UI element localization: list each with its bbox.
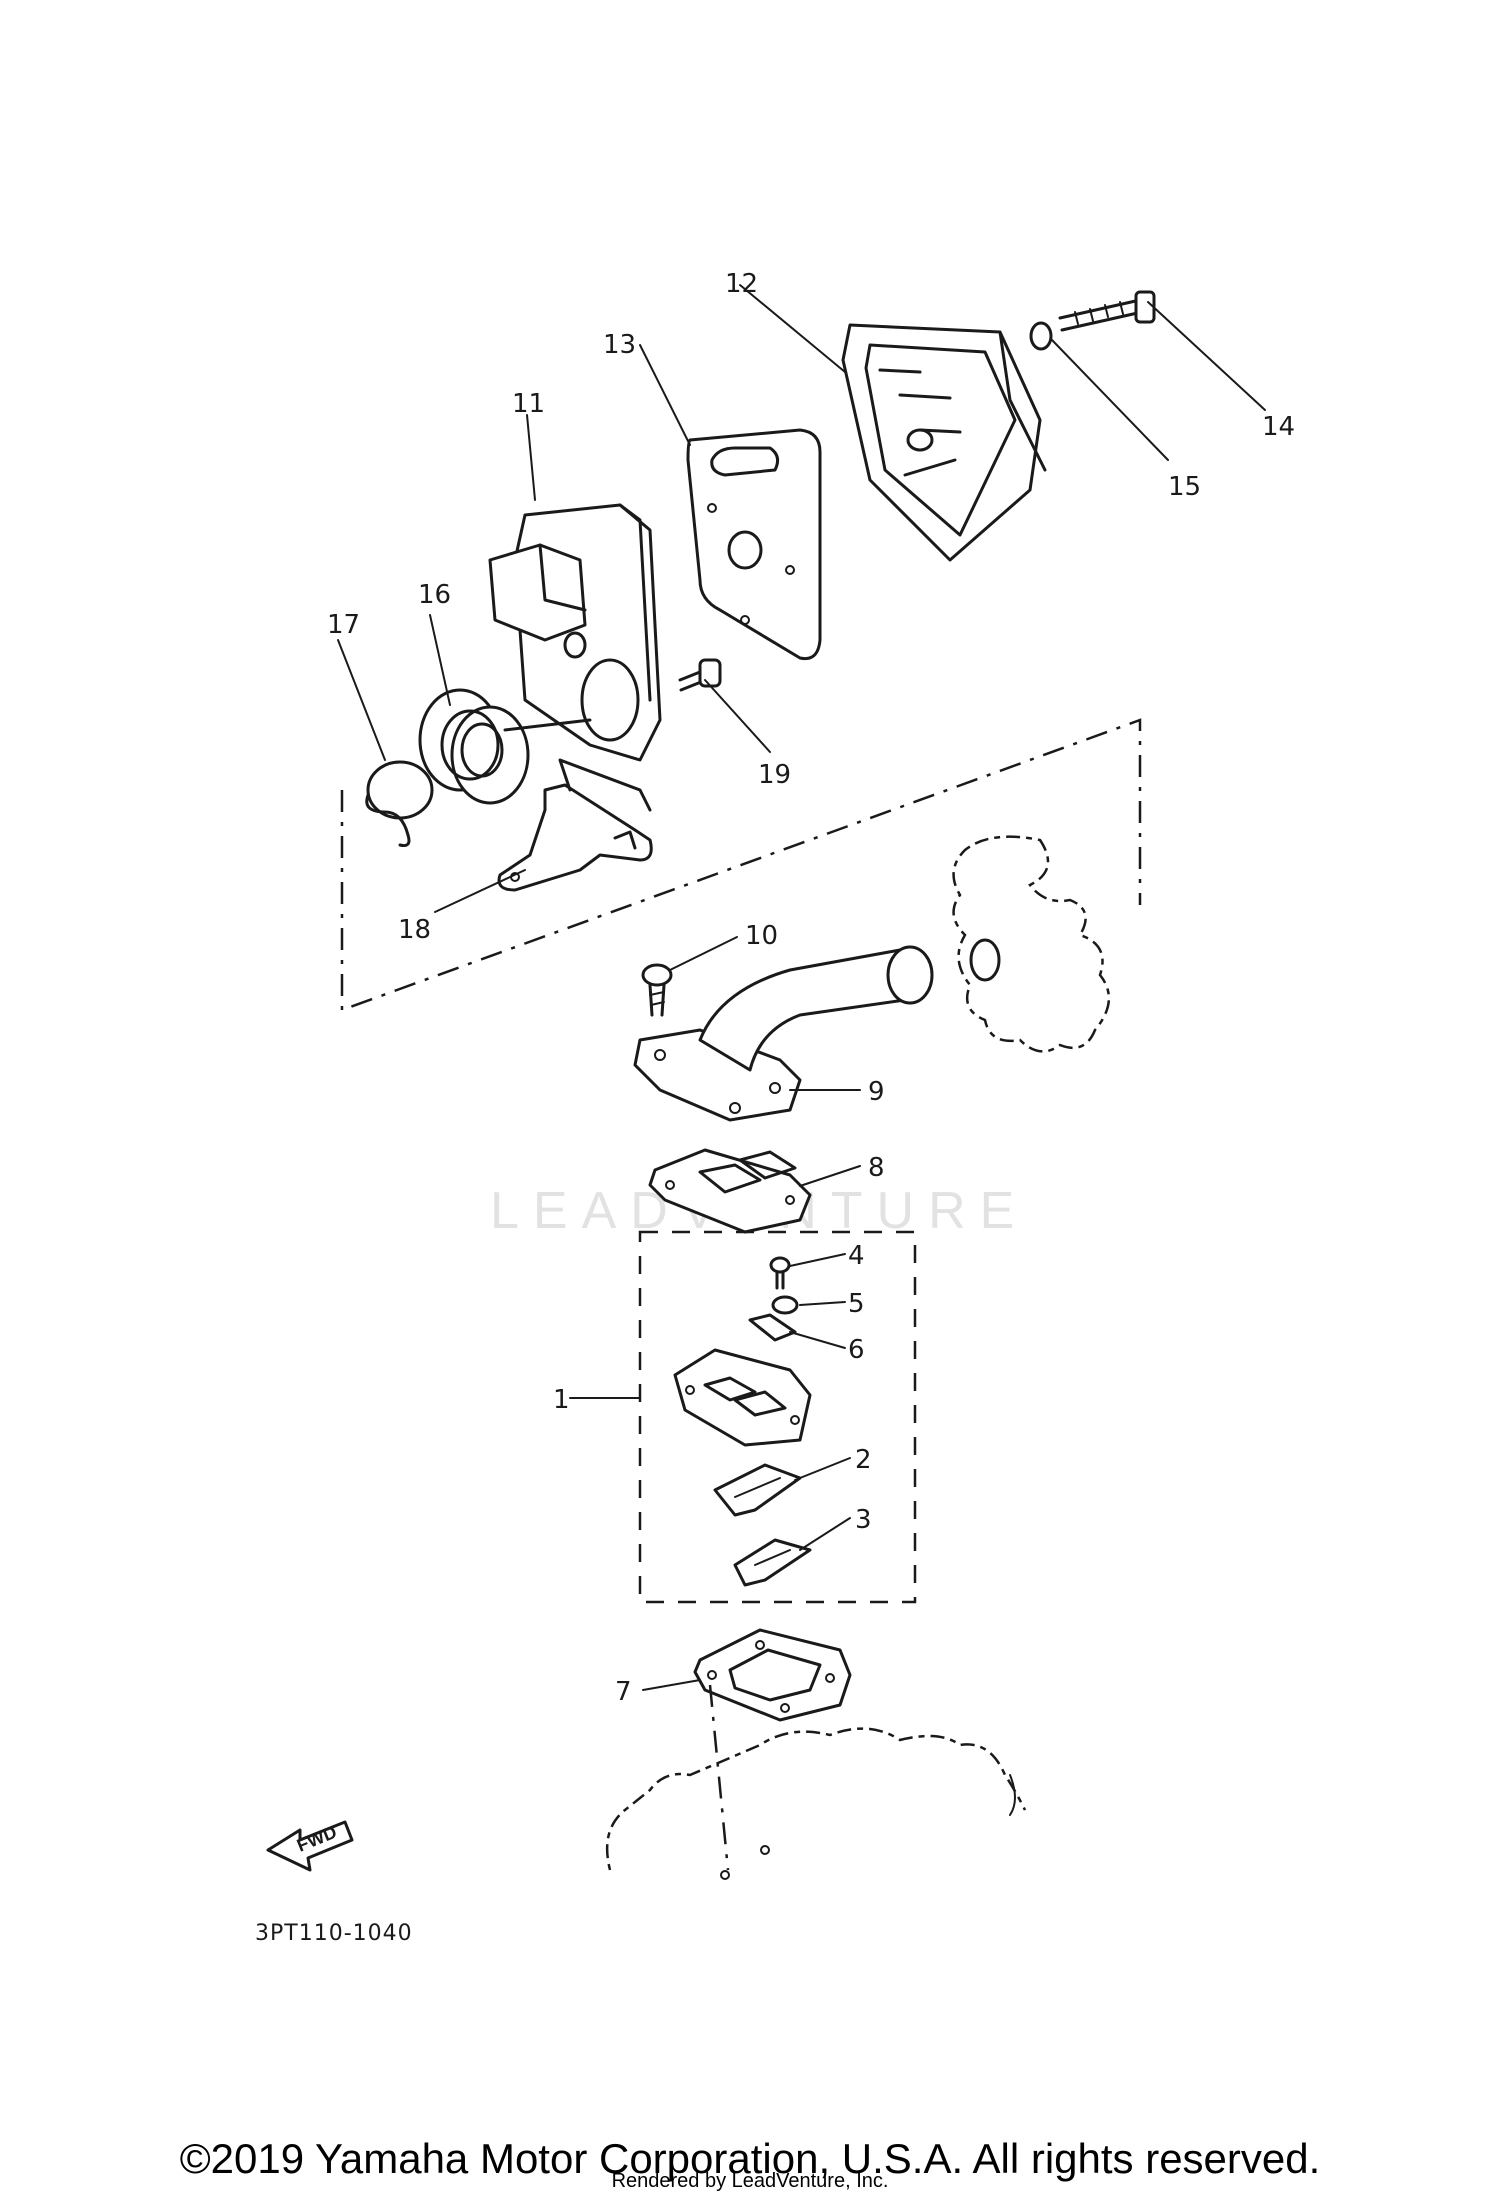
callout-11: 11 xyxy=(512,389,545,419)
fwd-arrow: FWD xyxy=(266,1820,354,1872)
callout-16: 16 xyxy=(418,580,451,610)
screw-4 xyxy=(769,1256,791,1290)
callout-3: 3 xyxy=(855,1505,872,1535)
callout-9: 9 xyxy=(868,1077,885,1107)
diagram-code: 3PT110-1040 xyxy=(255,1921,413,1946)
intake-duct-16 xyxy=(418,688,592,805)
callout-4: 4 xyxy=(848,1241,865,1271)
leader-lines xyxy=(337,284,1266,1691)
rendered-by-notice: Rendered by LeadVenture, Inc. xyxy=(611,2170,889,2192)
callout-2: 2 xyxy=(855,1445,872,1475)
callout-8: 8 xyxy=(868,1153,885,1183)
callout-7: 7 xyxy=(615,1677,632,1707)
callout-5: 5 xyxy=(848,1289,865,1319)
callout-1: 1 xyxy=(553,1385,570,1415)
callout-18: 18 xyxy=(398,915,431,945)
gasket-8 xyxy=(648,1148,812,1234)
callout-17: 17 xyxy=(327,610,360,640)
screw-10 xyxy=(641,963,673,1017)
crankcase-outline xyxy=(605,1727,1027,1880)
callout-12: 12 xyxy=(725,269,758,299)
callout-6: 6 xyxy=(848,1335,865,1365)
callout-14: 14 xyxy=(1262,412,1295,442)
air-box-cover-12 xyxy=(841,323,1047,562)
bracket-18 xyxy=(497,758,653,892)
stopper-3 xyxy=(733,1538,812,1587)
air-box-case-11 xyxy=(488,503,662,762)
clamp-17 xyxy=(365,760,434,847)
callout-13: 13 xyxy=(603,330,636,360)
washer-5 xyxy=(771,1295,799,1315)
reed-2 xyxy=(713,1463,802,1517)
reference-line-lower xyxy=(708,1684,730,1871)
screw-19 xyxy=(678,658,722,692)
joint-9 xyxy=(633,945,934,1122)
copyright-notice: ©2019 Yamaha Motor Corporation, U.S.A. A… xyxy=(179,2135,1321,2182)
reed-valve-1 xyxy=(673,1348,812,1447)
gasket-7 xyxy=(693,1628,852,1722)
reed-valve-assembly-box xyxy=(638,1230,917,1604)
washer-15 xyxy=(1029,321,1053,351)
callout-19: 19 xyxy=(758,760,791,790)
callout-15: 15 xyxy=(1168,472,1201,502)
callout-10: 10 xyxy=(745,921,778,951)
bolt-14 xyxy=(1058,290,1156,332)
reference-line xyxy=(340,718,1142,1012)
stopper-6 xyxy=(748,1313,797,1342)
element-13 xyxy=(686,428,822,661)
engine-outline xyxy=(952,835,1111,1053)
